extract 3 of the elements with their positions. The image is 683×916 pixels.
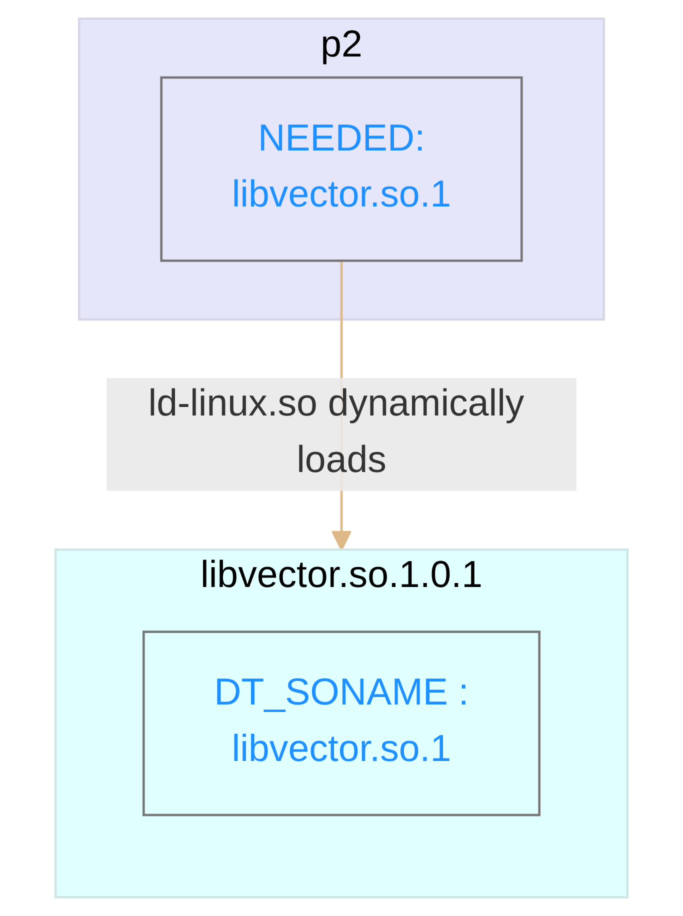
node-box: DT_SONAME : libvector.so.1: [142, 630, 541, 816]
node-box: NEEDED: libvector.so.1: [160, 76, 523, 262]
edge-label: ld-linux.so dynamically loads: [148, 385, 524, 482]
